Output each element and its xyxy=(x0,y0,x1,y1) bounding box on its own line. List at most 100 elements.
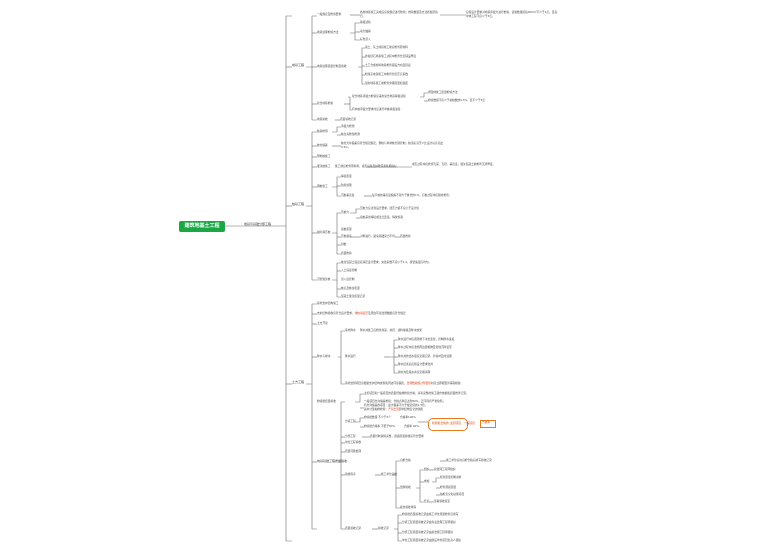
node-a6-2c1: 核查质量控制资料 xyxy=(440,475,462,479)
node-a2-3[interactable]: 预制桩施工 xyxy=(317,154,331,158)
node-a1-2c[interactable]: 标准贯入 xyxy=(360,37,371,41)
callout-tag-box xyxy=(480,420,496,428)
callout-box xyxy=(428,418,468,431)
node-a3-5-text: 基坑监测项目应根据支护结构类型和周边环境确定， xyxy=(345,381,407,385)
node-a1-4[interactable]: 复合地基检验 xyxy=(317,101,334,105)
node-a2-6a: 压桩力 xyxy=(341,210,350,214)
node-a2-5c: 沉桩垂直度 xyxy=(341,193,355,197)
node-a3-5: 基坑监测项目应根据支护结构类型和周边环境确定，监测数据超过预警值时应立即报警并采… xyxy=(345,381,461,386)
node-a5-1t2: 一般项目允许偏差检验：合格点率应达到80%，且不得有严重缺陷； xyxy=(364,399,446,403)
node-a2-1a: 承载力检测 xyxy=(341,124,355,128)
node-a6-1[interactable]: 施工单位自检 xyxy=(381,472,398,476)
node-a2-6[interactable]: 锚杆静压桩 xyxy=(317,230,331,234)
node-a1-5[interactable]: 地基验收 xyxy=(317,117,328,121)
node-a3-2-text: 支护结构验收应符合设计要求， xyxy=(317,311,355,315)
branch-topic[interactable]: 地基与基础分部工程 xyxy=(244,222,272,226)
node-a3-2-text2: 及周边环境监测数据应符合规定 xyxy=(368,311,406,315)
node-a5-1t4: 其中计量抽样检验： xyxy=(364,407,389,411)
node-a5-2a: 检验批数量 不少于3个 xyxy=(364,415,391,419)
node-a1-3e: 强夯地基施工前检查夯锤质量和落距 xyxy=(365,81,408,85)
node-a3-2[interactable]: 支护结构验收应符合设计要求，排桩墙变形及周边环境监测数据应符合规定 xyxy=(317,311,406,316)
node-a1-4a: 增强体施工质量检验方法 xyxy=(428,90,458,94)
node-a1-1-right: 应按设计要求对地基承载力进行检验，试验数量按每300m²不少于1点，且每单体工程… xyxy=(466,10,558,18)
node-a1-2[interactable]: 地基处理检验方法 xyxy=(317,30,339,34)
node-a2-7[interactable]: 沉管灌注桩 xyxy=(317,277,331,281)
node-a1-1[interactable]: 一般规定及检验要求 xyxy=(317,12,342,16)
node-a7-1d: 单位工程质量验收记录由建设单位项目负责人组织 xyxy=(402,538,462,542)
node-a2-4r: 成孔过程中应检查孔深、孔径、垂直度，灌注混凝土前检查沉渣厚度。 xyxy=(412,162,496,166)
node-a2-4[interactable]: 灌注桩施工 xyxy=(317,164,331,168)
node-a7-1[interactable]: 验收记录 xyxy=(378,526,389,530)
node-a3-2-highlight: 排桩墙变形 xyxy=(354,311,369,315)
topic-foundation[interactable]: 地基工程 xyxy=(292,63,305,67)
node-a5-2at: 合格率100% xyxy=(400,415,416,419)
node-a6[interactable]: 验收程序 xyxy=(345,472,356,476)
node-a7-1b: 分项工程质量验收记录由专业监理工程师组织 xyxy=(402,520,456,524)
node-a3-4at: 降水井施工应检查井深、井径、滤料规格及降水效果 xyxy=(360,328,422,332)
node-a1-4t: 复合地基承载力检验应采用复合地基静载试验 xyxy=(352,94,406,98)
node-a2-5ct: 每节桩的垂直度偏差不得大于桩长的1%，打桩过程中应随时检查。 xyxy=(372,193,452,197)
node-a6-2at: 总监理工程师组织 xyxy=(434,467,456,471)
node-a1-3b: 砂和砂石地基施工过程中检查分层铺设厚度 xyxy=(365,54,417,58)
node-a2-7c: 贯入度控制 xyxy=(341,277,355,281)
node-a6-1a: 自检合格 xyxy=(400,458,411,462)
node-a1-2a[interactable]: 静载试验 xyxy=(360,20,371,24)
node-a2-4t: 施工前应检查原材料、成孔设备及护壁泥浆性能指标 xyxy=(335,164,397,168)
node-a5-2[interactable]: 分项工程 xyxy=(345,419,356,423)
topic-earthwork[interactable]: 土方工程 xyxy=(292,380,305,384)
node-a2-5b: 防腐处理 xyxy=(341,183,352,187)
node-a3-1[interactable]: 基坑支护结构施工 xyxy=(317,301,339,305)
node-a7-1a: 检验批质量验收记录由施工单位质量检查员填写 xyxy=(402,512,459,516)
node-a2-7d: 桩尖及桩身质量 xyxy=(341,286,360,290)
node-a1-2b[interactable]: 动力触探 xyxy=(360,29,371,33)
node-a5-1t5: 影响结构安全的缺陷 xyxy=(398,407,424,411)
node-a5-1[interactable]: 检验批质量验收 xyxy=(317,399,336,403)
node-a5-3[interactable]: 分部工程 xyxy=(345,434,356,438)
node-a3-3[interactable]: 土方开挖 xyxy=(317,321,328,325)
callout-highlight-2: 一般项目 xyxy=(463,421,475,425)
topic-acceptance[interactable]: 地基基础工程质量验收 xyxy=(317,459,348,463)
node-a2-2[interactable]: 桩位偏差 xyxy=(317,143,328,147)
node-a6-2a: 组织 xyxy=(424,467,430,471)
node-a6-2dt: 签署验收意见 xyxy=(434,499,451,503)
node-a2-1b: 桩身完整性检测 xyxy=(341,132,360,136)
node-a1-3a: 素土、灰土地基施工前应检查原材料 xyxy=(365,45,408,49)
node-a2-5[interactable]: 钢桩施工 xyxy=(317,184,328,188)
node-a2-6ct: 对称进行，避免基础受力不均 xyxy=(360,234,395,238)
node-a3-5-text2: 时应立即报警并采取措施 xyxy=(431,381,461,385)
node-a2-7b: 入土深度控制 xyxy=(341,268,358,272)
topic-pile[interactable]: 桩基工程 xyxy=(292,202,305,206)
node-a1-4c: 有单桩承载力要求时应进行单桩静载试验 xyxy=(352,107,401,111)
node-a1-5t: 质量验收记录 xyxy=(340,117,357,121)
node-a2-7a: 桩身混凝土强度应满足设计要求，充盈系数不应小于1.0，拔管速度应均匀。 xyxy=(341,260,432,264)
node-a2-6at: 压桩力应达到设计要求，终压力值不应小于设计值 xyxy=(360,206,420,210)
node-a2-6d: 封桩 xyxy=(341,242,347,246)
callout-highlight-1: 主控项目 xyxy=(449,421,461,425)
root-topic[interactable]: 建筑地基土工程 xyxy=(179,221,225,232)
node-a3-4b4: 降水结束后应按设计要求封井 xyxy=(398,362,433,366)
node-a2-6bt: 接桩采用焊接或法兰连接，焊缝饱满 xyxy=(360,215,403,219)
node-a2-6c: 压桩顺序 xyxy=(341,234,352,238)
callout-label: 检验批合格的 xyxy=(432,421,449,425)
node-a3-4[interactable]: 降水与排水 xyxy=(317,354,331,358)
node-a1-3[interactable]: 地基处理质量控制及验收 xyxy=(317,64,347,68)
node-a5-4[interactable]: 单位工程验收 xyxy=(345,440,362,444)
node-a6-2[interactable]: 监理验收 xyxy=(400,485,411,489)
callout-text: 检验批合格的 主控项目、一般项目 xyxy=(432,421,475,425)
node-a1-4b: 检验数量不应少于总桩数的0.5%，且不少于3点 xyxy=(428,98,485,102)
node-a7[interactable]: 质量验收记录 xyxy=(345,526,362,530)
node-a6-2d: 结论 xyxy=(424,499,430,503)
node-a7-1c: 分部工程质量验收记录由总监理工程师组织 xyxy=(402,530,454,534)
node-a2-2t: 桩位允许偏差应符合规范规定，群桩与单排桩分别控制，桩顶标高至少比设计标高高出0.… xyxy=(341,141,444,149)
node-a2-1[interactable]: 桩基检测 xyxy=(317,129,328,133)
node-a6-2c3: 抽检安全和功能项目 xyxy=(440,492,465,496)
node-a5-5[interactable]: 质量问题处理 xyxy=(345,449,362,453)
node-a5-1t: 主控项目和一般项目的质量经抽样检验合格，具有完整的施工操作依据和质量检查记录。 xyxy=(364,391,469,395)
node-a3-5-highlight: 监测数据超过预警值 xyxy=(406,381,431,385)
node-a6-2b: 参加 xyxy=(424,479,430,483)
node-a3-4b1: 降水运行中应观测地下水位变化，控制降水速度 xyxy=(398,337,455,341)
node-a2-7e: 混凝土灌注质量记录 xyxy=(341,294,366,298)
node-a3-4b2: 降水过程中应监测周边建筑物及管线沉降变形 xyxy=(398,345,452,349)
node-a1-1-text: 各类地基施工完成后应按规定进行检验，检验数量及方法按规范执行。 xyxy=(360,10,438,18)
